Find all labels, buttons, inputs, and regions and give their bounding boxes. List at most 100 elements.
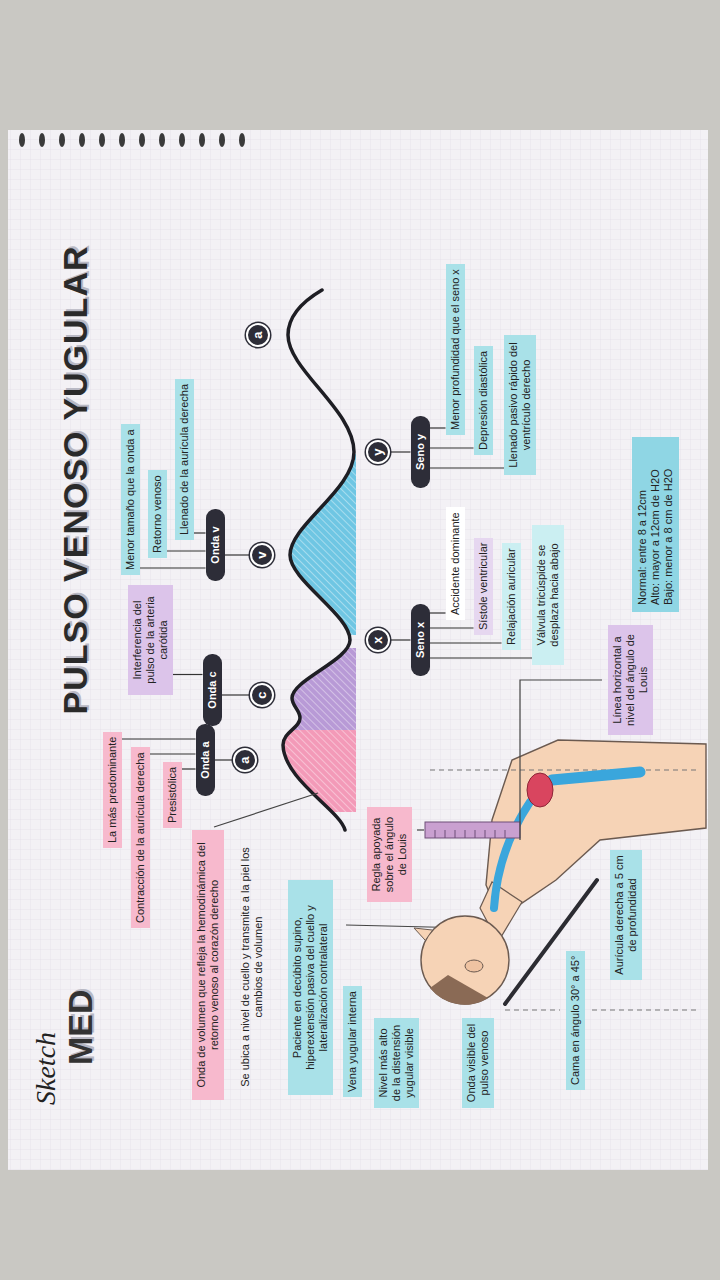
- node-text: Onda c: [206, 662, 219, 718]
- leader-line: [122, 738, 196, 739]
- leader-line: [214, 793, 318, 827]
- node-text: a: [235, 750, 255, 770]
- leader-line: [173, 674, 203, 675]
- leader-line: [140, 567, 206, 568]
- values-box: Normal: entre 8 a 12cmAlto: mayor a 12cm…: [632, 437, 679, 612]
- spiral-binding: [19, 133, 245, 147]
- note-box: Nivel más alto de la distensión yugular …: [374, 1018, 419, 1108]
- leader-line: [430, 427, 446, 428]
- node-text: Retorno venoso: [151, 475, 164, 553]
- node-text: Menor profundidad que el seno x: [449, 269, 462, 430]
- node-text: Onda de volumen que refleja la hemodinám…: [195, 835, 221, 1095]
- leader-line: [194, 532, 206, 533]
- leader-line: [430, 467, 505, 468]
- patient-head: [421, 916, 509, 1004]
- diagram-title: PULSO VENOSO YUGULAR: [56, 246, 95, 715]
- patient-nose: [414, 928, 432, 940]
- node-text: Accidente dominante: [449, 512, 462, 615]
- node-text: c: [252, 685, 272, 705]
- node-text: Relajación auricular: [505, 548, 518, 645]
- paper-grid: [8, 130, 708, 1170]
- node-text: Bajo: menor a 8 cm de H2O: [662, 444, 675, 605]
- patient-ear: [465, 960, 483, 972]
- wave-letter: x: [366, 628, 390, 652]
- note-box: Cama en ángulo 30° a 45°: [566, 951, 585, 1090]
- node-text: Línea horizontal a nivel del ángulo de L…: [611, 630, 650, 730]
- note-box: Sístole ventricular: [474, 538, 493, 635]
- wave-label: Onda c: [203, 654, 222, 726]
- leader-line: [182, 768, 196, 769]
- wave-letter: a: [246, 323, 270, 347]
- leader-line: [417, 829, 424, 830]
- venous-pulse-wave: [283, 290, 354, 830]
- heart: [527, 773, 553, 807]
- note-box: Regla apoyada sobre el ángulo de Louis: [367, 807, 412, 902]
- node-text: Vena yugular interna: [346, 991, 359, 1092]
- reference-dashed-line: [505, 1009, 560, 1010]
- note-box: Vena yugular interna: [343, 986, 362, 1097]
- reference-dashed-line: [592, 1009, 700, 1010]
- node-text: Válvula tricúspide se desplaza hacia aba…: [535, 530, 561, 660]
- note-box: Menor tamaño que la onda a: [121, 424, 140, 575]
- note-box: Onda visible del pulso venoso: [462, 1018, 494, 1108]
- node-text: Onda a: [199, 732, 212, 788]
- leader-line: [430, 627, 474, 628]
- leader-line: [390, 639, 411, 640]
- leader-line: [222, 694, 251, 695]
- node-text: a: [248, 325, 268, 345]
- ruler-ticks: [435, 830, 505, 838]
- logo-text: MED: [61, 989, 100, 1065]
- leader-line: [390, 451, 411, 452]
- logo-script: Sketch: [30, 1032, 62, 1105]
- note-box: Relajación auricular: [502, 543, 521, 650]
- wave-letter: y: [366, 440, 390, 464]
- note-box: Onda de volumen que refleja la hemodinám…: [192, 830, 224, 1100]
- note-text: Se ubica a nivel de cuello y transmite a…: [239, 842, 265, 1092]
- node-text: Depresión diastólica: [477, 351, 490, 450]
- wave-letter: v: [250, 543, 274, 567]
- node-text: v: [252, 545, 272, 565]
- node-text: Aurícula derecha a 5 cm de profundidad: [613, 855, 639, 975]
- patient-hair: [430, 975, 488, 1005]
- node-text: Seno y: [414, 424, 427, 480]
- node-text: Nivel más alto de la distensión yugular …: [377, 1023, 416, 1103]
- note-box: Retorno venoso: [148, 470, 167, 558]
- node-text: Llenado pasivo rápido del ventrículo der…: [507, 340, 533, 470]
- leader-line: [150, 753, 196, 754]
- node-text: Interferencia del pulso de la arteria ca…: [131, 590, 170, 690]
- leader-line: [430, 447, 474, 448]
- louis-horizontal-line: [520, 680, 602, 840]
- note-box: Aurícula derecha a 5 cm de profundidad: [610, 850, 642, 980]
- leader-line: [225, 554, 251, 555]
- node-text: Alto: mayor a 12cm de H2O: [649, 444, 662, 605]
- wave-label: Seno x: [411, 604, 430, 676]
- note-box: Interferencia del pulso de la arteria ca…: [128, 585, 173, 695]
- node-text: Menor tamaño que la onda a: [124, 429, 137, 570]
- node-text: Seno x: [414, 612, 427, 668]
- wave-label: Seno y: [411, 416, 430, 488]
- node-text: Cama en ángulo 30° a 45°: [569, 956, 582, 1085]
- note-box: Línea horizontal a nivel del ángulo de L…: [608, 625, 653, 735]
- note-box: Presistólica: [163, 762, 182, 828]
- node-text: La más predominante: [106, 737, 119, 843]
- note-box: Depresión diastólica: [474, 346, 493, 455]
- node-text: Contracción de la aurícula derecha: [134, 752, 147, 923]
- node-text: Paciente en decúbito supino, hiperextens…: [291, 885, 330, 1090]
- node-text: Regla apoyada sobre el ángulo de Louis: [370, 812, 409, 897]
- jugular-vein: [494, 802, 530, 908]
- wave-letter: a: [233, 748, 257, 772]
- leader-line: [430, 642, 502, 643]
- reference-dashed-line: [430, 769, 700, 770]
- note-box: Menor profundidad que el seno x: [446, 264, 465, 435]
- ruler: [425, 822, 520, 838]
- leader-line: [167, 550, 206, 551]
- note-box: Válvula tricúspide se desplaza hacia aba…: [532, 525, 564, 665]
- note-box: Llenado pasivo rápido del ventrículo der…: [504, 335, 536, 475]
- leader-line: [215, 759, 234, 760]
- wave-fill: [283, 290, 356, 830]
- note-box: Paciente en decúbito supino, hiperextens…: [288, 880, 333, 1095]
- wave-letter: c: [250, 683, 274, 707]
- note-box: Contracción de la aurícula derecha: [131, 747, 150, 928]
- note-box: La más predominante: [103, 732, 122, 848]
- node-text: Onda visible del pulso venoso: [465, 1023, 491, 1103]
